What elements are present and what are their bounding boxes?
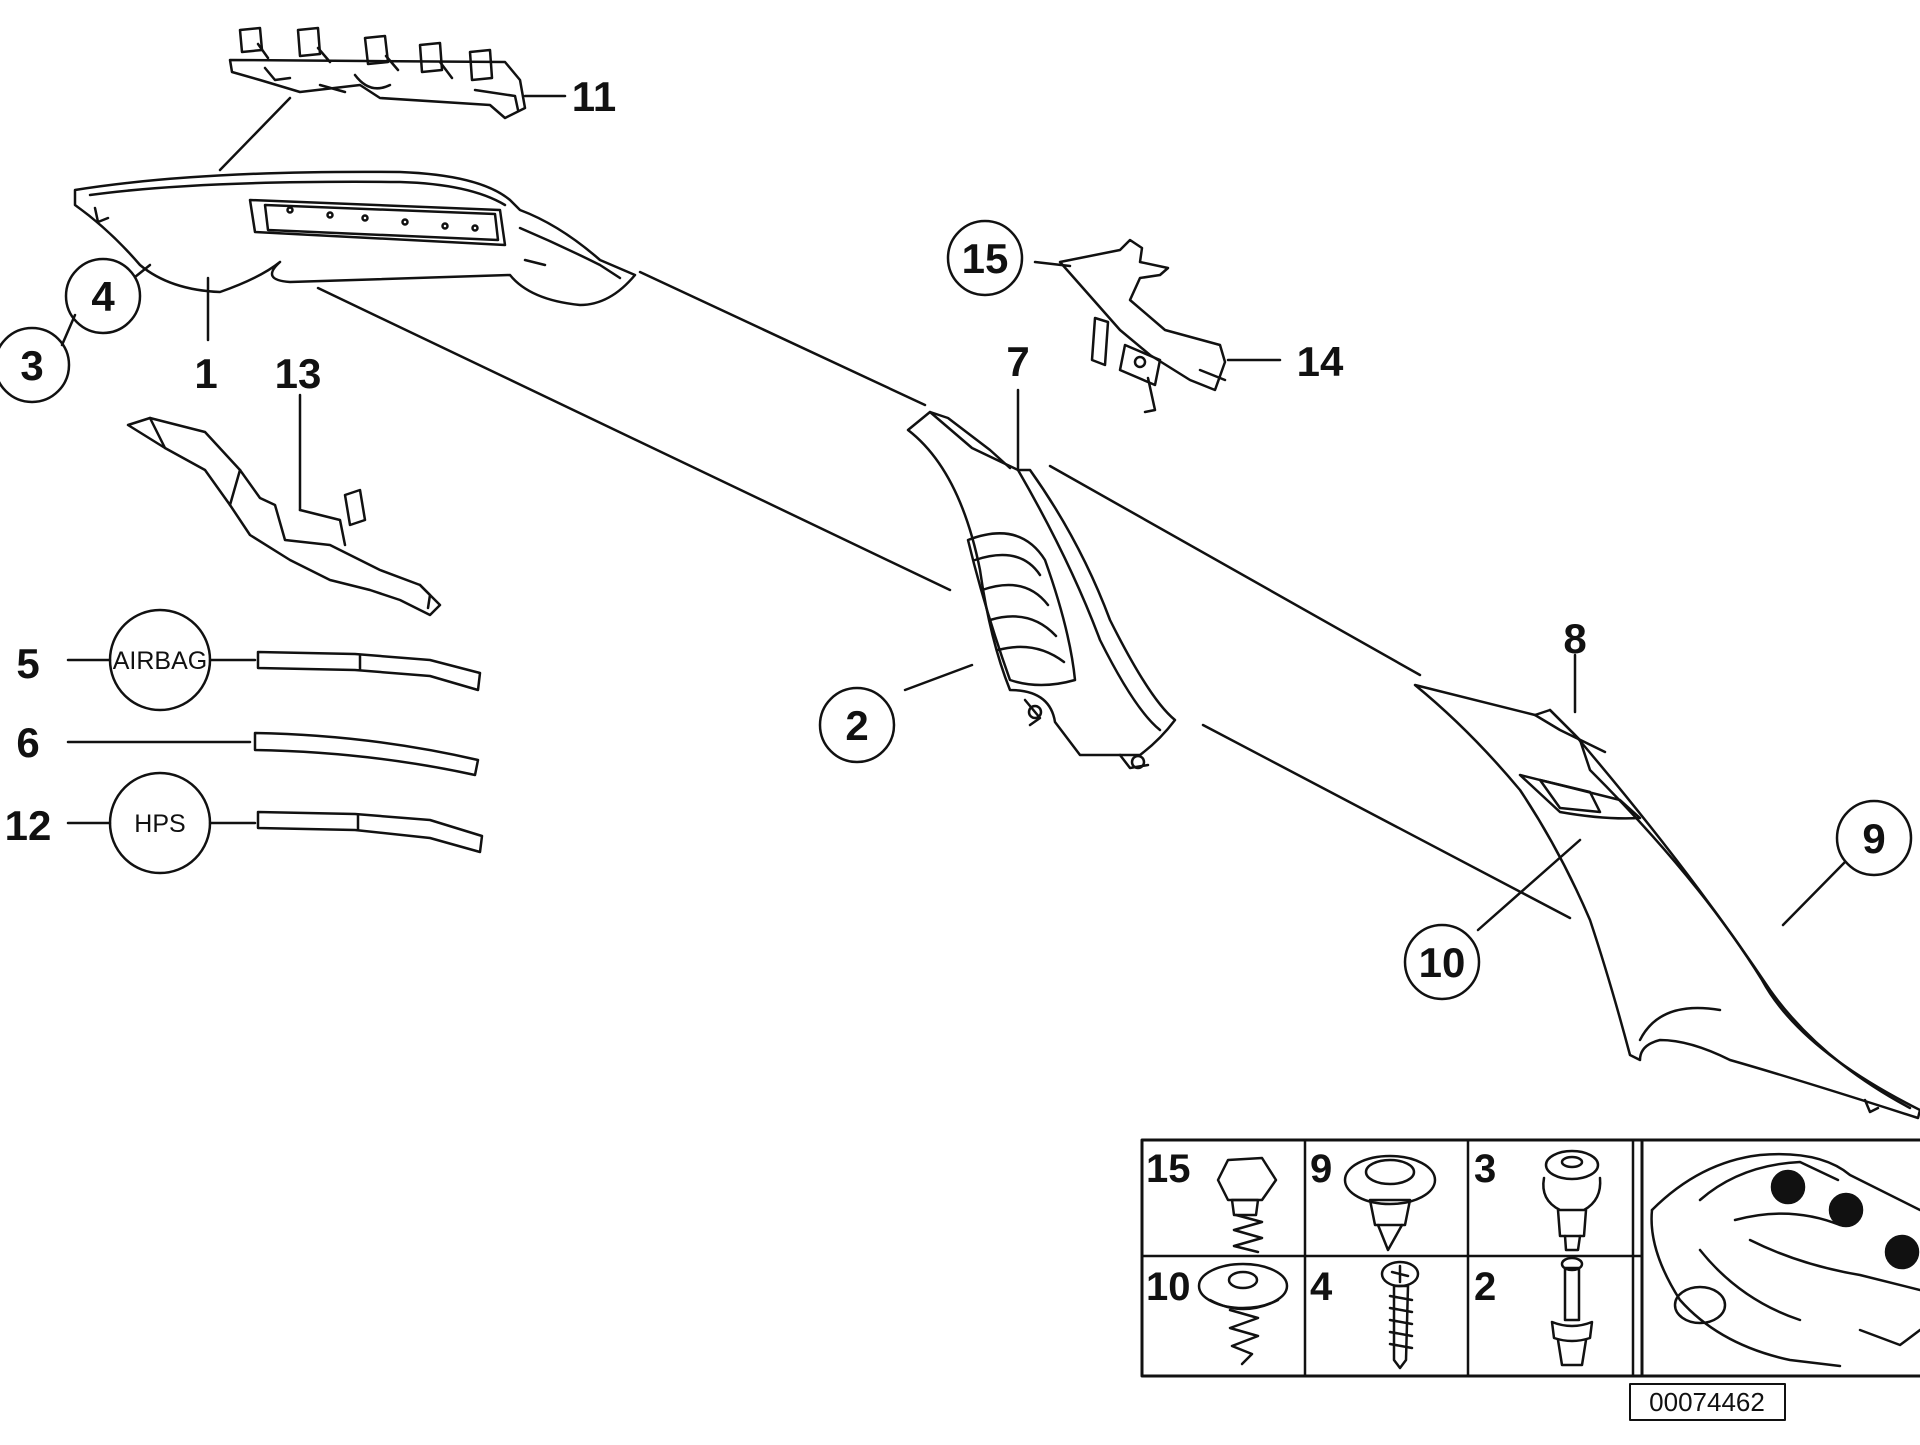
leader-3-4 — [60, 313, 77, 347]
callout-2-circle — [818, 686, 896, 764]
callout-6: 6 — [16, 719, 39, 766]
cell-number-3: 3 — [1474, 1147, 1496, 1191]
hps-label: HPS — [134, 810, 185, 838]
callout-15-circle — [946, 219, 1024, 297]
callout-4: 4 — [91, 273, 115, 320]
leader-15 — [1033, 260, 1072, 268]
strip-6 — [253, 731, 480, 777]
leader-part1-to-7 — [638, 270, 927, 407]
callout-3: 3 — [20, 342, 43, 389]
expanding-rivet-icon — [1550, 1256, 1594, 1367]
callout-11: 11 — [572, 73, 616, 120]
strip-5-airbag — [256, 650, 482, 692]
leader-11-part1 — [218, 96, 292, 172]
callout-14: 14 — [1297, 338, 1344, 385]
leader-4 — [133, 263, 152, 279]
callout-4-circle — [64, 257, 142, 335]
callout-7: 7 — [1006, 338, 1029, 385]
part-13-bracket — [126, 416, 442, 617]
callout-10-circle — [1403, 923, 1481, 1001]
clip-nut-icon — [1343, 1154, 1437, 1252]
callout-2: 2 — [845, 702, 868, 749]
collar-screw-icon — [1197, 1262, 1289, 1366]
callout-10: 10 — [1419, 939, 1466, 986]
car-locator-icon — [1650, 1152, 1920, 1368]
leader-2 — [903, 663, 974, 692]
callout-15: 15 — [962, 235, 1009, 282]
leader-2-to-10 — [1201, 723, 1572, 920]
callout-13: 13 — [275, 350, 322, 397]
cell-number-2: 2 — [1474, 1265, 1496, 1309]
leader-10 — [1476, 838, 1582, 932]
part-14-bracket — [1058, 238, 1227, 414]
callout-9-circle — [1835, 799, 1913, 877]
callout-8: 8 — [1563, 615, 1586, 662]
callout-12: 12 — [5, 802, 52, 849]
expanding-clip-icon — [1542, 1149, 1602, 1252]
hps-circle — [108, 771, 212, 875]
part-1-a-pillar-trim — [73, 170, 637, 307]
reference-number: 00074462 — [1649, 1387, 1765, 1417]
airbag-circle — [108, 608, 212, 712]
cell-number-9: 9 — [1310, 1147, 1332, 1191]
callout-9: 9 — [1862, 815, 1885, 862]
part-9-c-pillar-trim — [1413, 683, 1920, 1120]
callout-5: 5 — [16, 640, 39, 687]
part-11-bracket — [228, 26, 527, 120]
part-2-b-pillar-trim — [906, 410, 1177, 770]
callout-labels: 11 4 3 1 13 5 6 12 15 14 7 2 8 10 9 AIRB… — [5, 73, 1886, 986]
callout-1: 1 — [194, 350, 217, 397]
airbag-label: AIRBAG — [113, 647, 207, 675]
fastener-table — [1140, 1138, 1920, 1378]
cell-number-15: 15 — [1146, 1147, 1191, 1191]
leader-part1-to-2 — [316, 286, 952, 592]
reference-box — [1629, 1383, 1786, 1421]
callout-3-circle — [0, 326, 71, 404]
leader-7-to-8 — [1048, 464, 1422, 677]
hex-bolt-icon — [1216, 1156, 1278, 1254]
cell-number-4: 4 — [1310, 1265, 1333, 1309]
fastener-table-labels: 15 9 3 10 4 2 — [1146, 1147, 1496, 1309]
strip-12-hps — [256, 810, 484, 854]
leader-9 — [1781, 860, 1847, 927]
cell-number-10: 10 — [1146, 1265, 1191, 1309]
tapping-screw-icon — [1380, 1260, 1420, 1370]
